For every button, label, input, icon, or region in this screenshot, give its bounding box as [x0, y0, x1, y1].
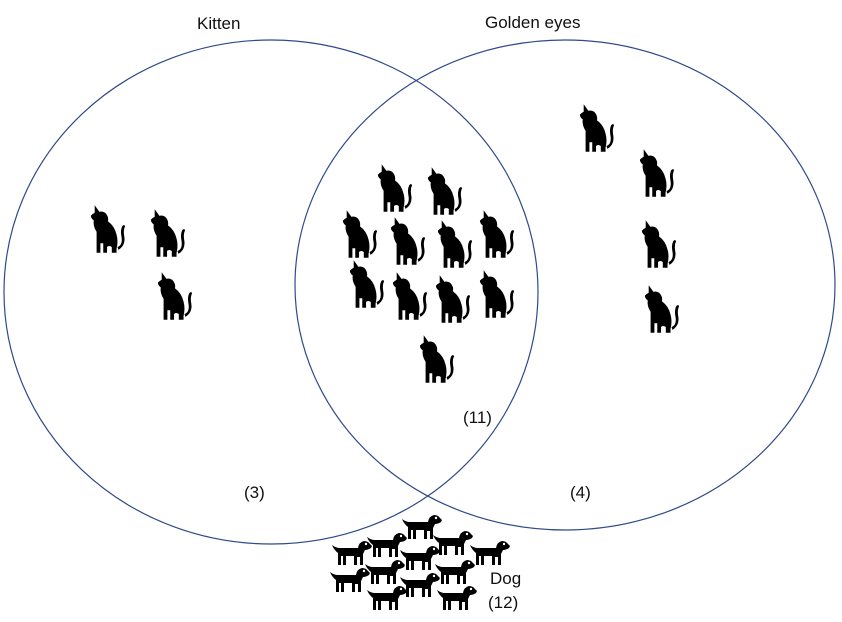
cat-icon	[342, 210, 378, 258]
cat-icon	[579, 104, 615, 152]
cat-icon	[479, 270, 515, 318]
dog-icon	[437, 586, 477, 610]
circle-kitten	[3, 39, 539, 545]
dog-icon	[367, 533, 407, 557]
cat-icon	[639, 149, 675, 197]
dog-icon	[367, 586, 407, 610]
dog-icon	[332, 541, 372, 565]
cat-icon	[377, 164, 413, 212]
count-intersection: (11)	[463, 408, 492, 427]
dog-icon	[330, 568, 370, 592]
dog-icon	[400, 546, 440, 570]
cat-icon	[644, 285, 680, 333]
cat-icon	[641, 220, 677, 268]
set-label-golden-eyes: Golden eyes	[485, 13, 581, 32]
cat-icon	[392, 272, 428, 320]
dog-icon	[402, 515, 442, 539]
cat-icon	[349, 260, 385, 308]
cat-icon	[435, 275, 471, 323]
cat-icon	[479, 210, 515, 258]
dog-icon	[435, 560, 475, 584]
cat-icon	[157, 272, 193, 320]
set-label-kitten: Kitten	[197, 14, 241, 33]
cat-icon	[90, 205, 126, 253]
cat-icon	[427, 167, 463, 215]
count-kitten-only: (3)	[244, 483, 265, 502]
count-dog: (12)	[488, 593, 519, 612]
cat-icon	[390, 217, 426, 265]
dog-icon	[365, 560, 405, 584]
label-dog: Dog	[490, 569, 522, 588]
cat-icon	[419, 335, 455, 383]
circle-golden-eyes	[294, 39, 836, 531]
dog-icon	[470, 541, 510, 565]
cat-icon	[150, 209, 186, 257]
dog-icon	[400, 573, 440, 597]
count-golden-eyes-only: (4)	[570, 483, 591, 502]
cat-icon	[437, 220, 473, 268]
